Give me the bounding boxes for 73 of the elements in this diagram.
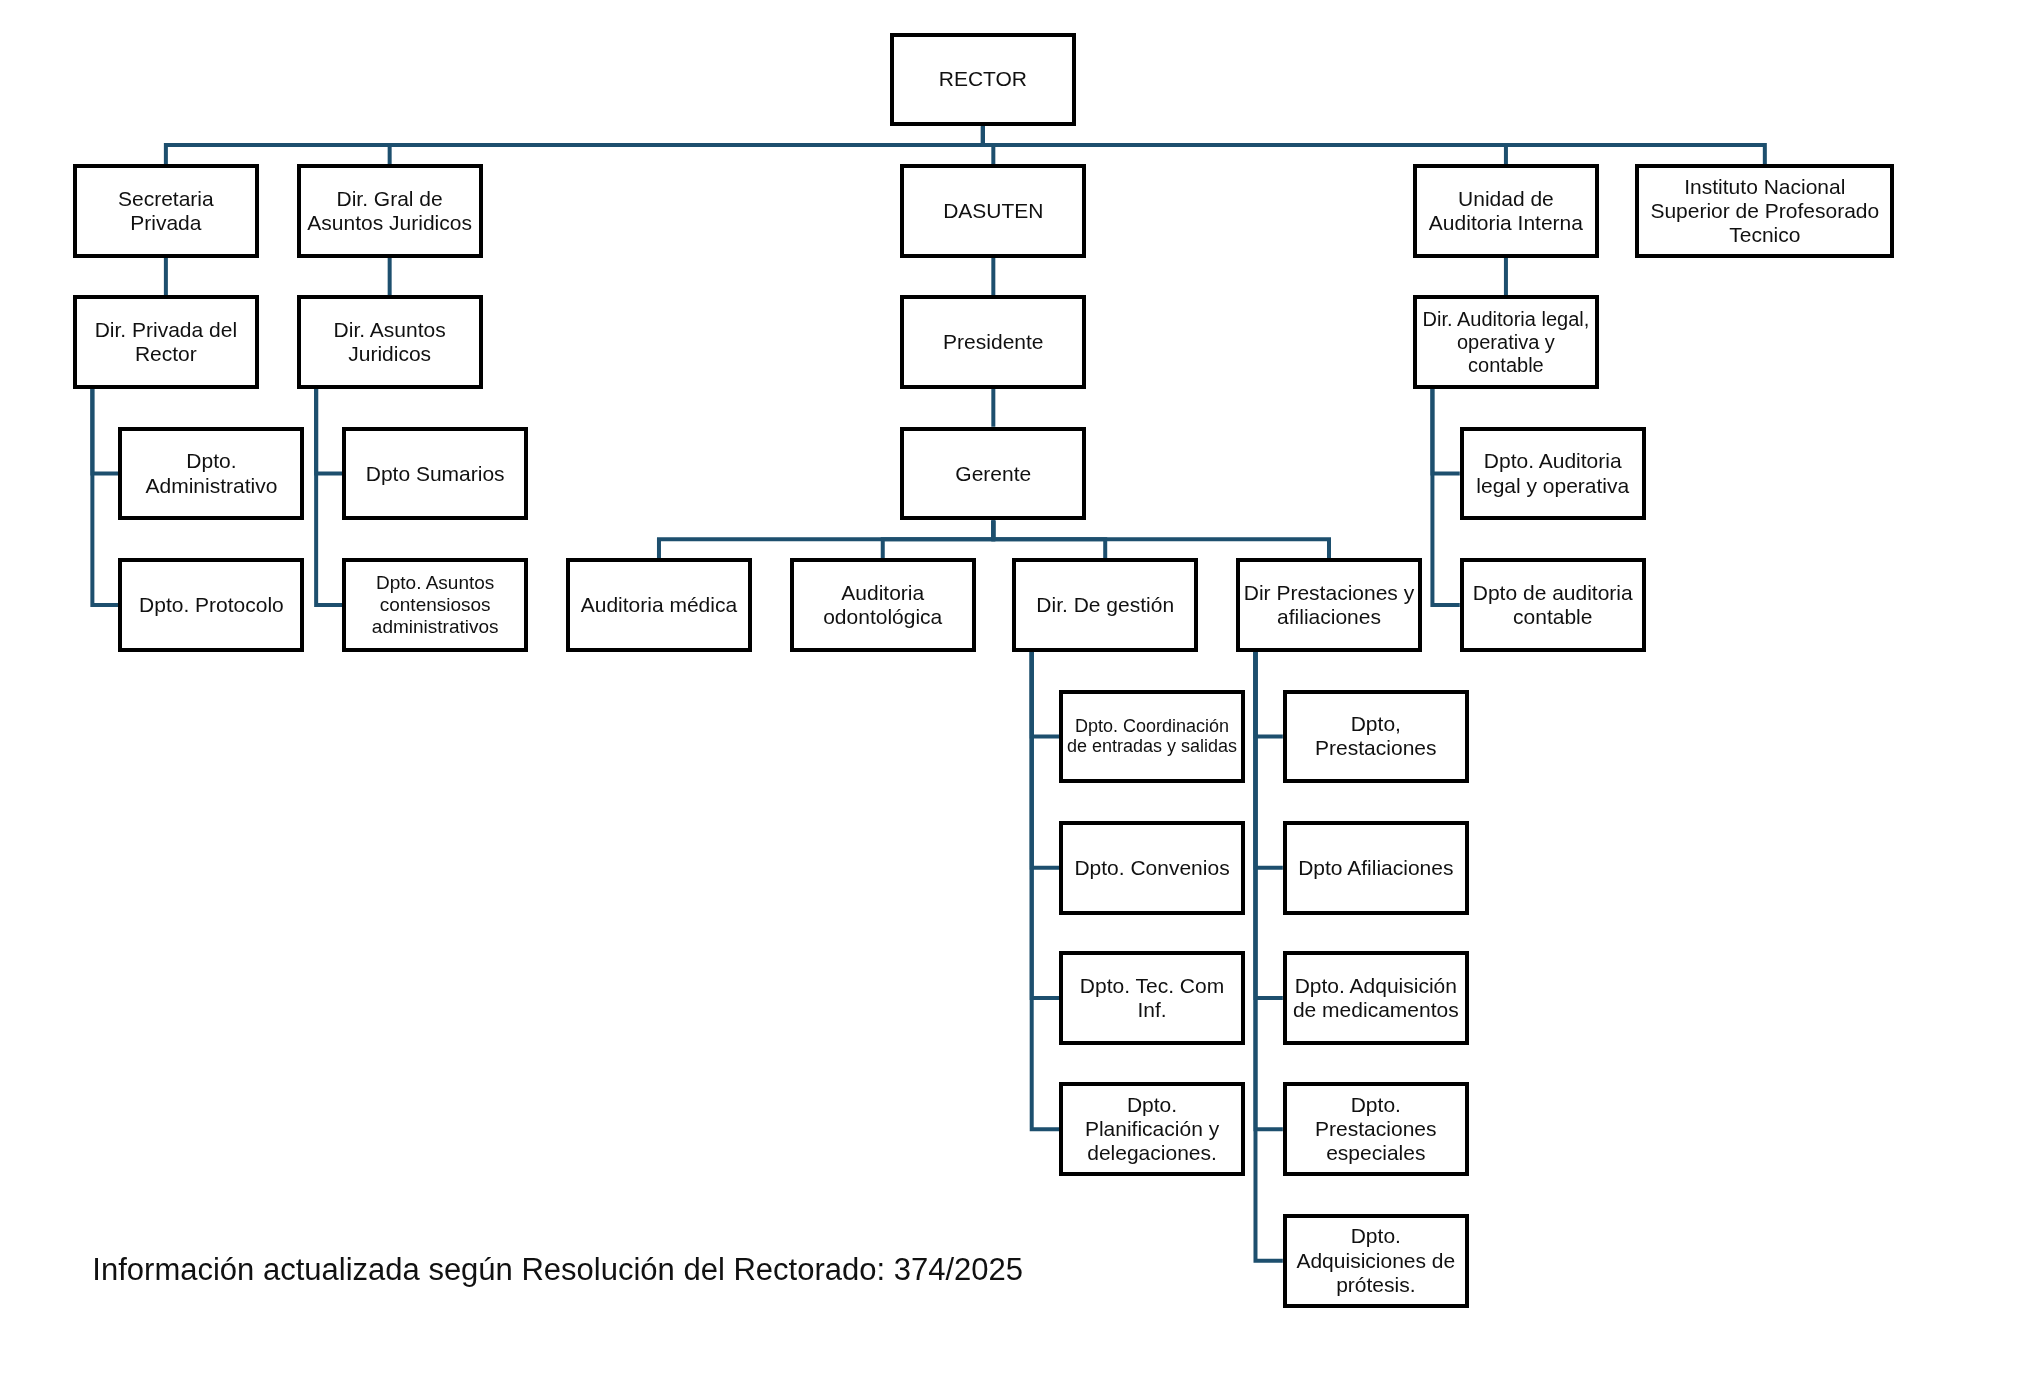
unit-name: Dpto. Asuntos contensiosos administrativos — [370, 572, 500, 638]
unit-name: Gerente — [955, 461, 1032, 486]
org-box — [1459, 558, 1646, 652]
unit-name: Dpto de auditoria contable — [1471, 580, 1634, 630]
org-box — [565, 558, 752, 652]
org-box — [1412, 163, 1599, 258]
connector-line — [1029, 651, 1060, 1132]
unit-name: Dpto. Prestaciones especiales — [1314, 1093, 1438, 1166]
connector-line — [1253, 651, 1283, 1263]
unit-name: Dir. Asuntos Juridicos — [332, 318, 447, 367]
org-box — [1635, 163, 1895, 258]
org-box — [1059, 1082, 1246, 1177]
org-box — [1459, 426, 1646, 521]
org-box — [342, 426, 529, 521]
org-box — [296, 295, 483, 389]
unit-name: Dir. Auditoria legal, operativa y contable — [1421, 307, 1591, 377]
unit-name: Dpto Sumarios — [365, 461, 505, 486]
unit-name: Dpto. Planificación y delegaciones. — [1083, 1093, 1221, 1166]
unit-name: Dpto Afiliaciones — [1298, 855, 1454, 880]
org-box — [1012, 558, 1199, 652]
unit-name: Dpto. Convenios — [1074, 855, 1230, 880]
unit-name: Dpto. Auditoria legal y operativa — [1475, 449, 1631, 498]
unit-name: Dpto. Tec. Com Inf. — [1078, 973, 1226, 1022]
connector-line — [387, 257, 392, 296]
org-box — [72, 295, 259, 389]
unit-name: Dpto. Adquisición de medicamentos — [1291, 973, 1460, 1022]
connector-line — [163, 257, 168, 296]
connector-line — [314, 389, 343, 607]
unit-name: Dpto. Protocolo — [139, 592, 284, 618]
connector-line — [991, 389, 996, 427]
unit-name: Dpto. Administrativo — [144, 449, 279, 498]
org-box — [889, 32, 1076, 127]
org-box — [1282, 820, 1469, 915]
unit-name: Dir. Privada del Rector — [93, 318, 239, 367]
org-box — [1282, 1213, 1469, 1308]
org-box — [1235, 558, 1422, 652]
unit-name: Instituto Nacional Superior de Profesorado Tecnico — [1649, 174, 1881, 247]
org-box — [118, 558, 305, 652]
org-box — [1282, 1082, 1469, 1177]
unit-name: RECTOR — [938, 67, 1028, 92]
connector-line — [980, 126, 1767, 164]
unit-name: Dpto, Prestaciones — [1314, 712, 1438, 761]
unit-name: Dir Prestaciones y afiliaciones — [1242, 580, 1415, 630]
unit-name: Auditoria odontológica — [822, 580, 944, 630]
org-box — [1282, 951, 1469, 1045]
org-box — [900, 295, 1087, 389]
org-box — [118, 426, 305, 521]
note-text: Información actualizada según Resolución del Rectorado: 374/2025 — [92, 1251, 1023, 1288]
org-box — [789, 558, 976, 652]
unit-name: Dir. Gral de Asuntos Juridicos — [306, 186, 473, 235]
connector-line — [1503, 257, 1508, 296]
org-box — [1059, 951, 1246, 1045]
unit-name: Auditoria médica — [580, 592, 738, 618]
connector-line — [1430, 389, 1460, 607]
org-box — [1282, 689, 1469, 784]
unit-name: Unidad de Auditoria Interna — [1427, 186, 1584, 235]
connector-line — [90, 389, 119, 607]
org-box — [1059, 689, 1246, 784]
unit-name: Secretaria Privada — [117, 186, 215, 235]
org-box — [1059, 820, 1246, 915]
org-box — [900, 426, 1087, 521]
org-box — [900, 163, 1087, 258]
unit-name: DASUTEN — [943, 198, 1044, 223]
connector-line — [991, 257, 996, 296]
org-box — [72, 163, 259, 258]
unit-name: Presidente — [943, 330, 1044, 355]
unit-name: Dir. De gestión — [1036, 592, 1175, 618]
org-box — [342, 558, 529, 652]
unit-name: Dpto. Coordinación de entradas y salidas — [1066, 715, 1239, 758]
unit-name: Dpto. Adquisiciones de prótesis. — [1295, 1224, 1457, 1297]
connector-line — [991, 520, 1331, 559]
org-box — [1412, 295, 1599, 389]
org-box — [296, 163, 483, 258]
